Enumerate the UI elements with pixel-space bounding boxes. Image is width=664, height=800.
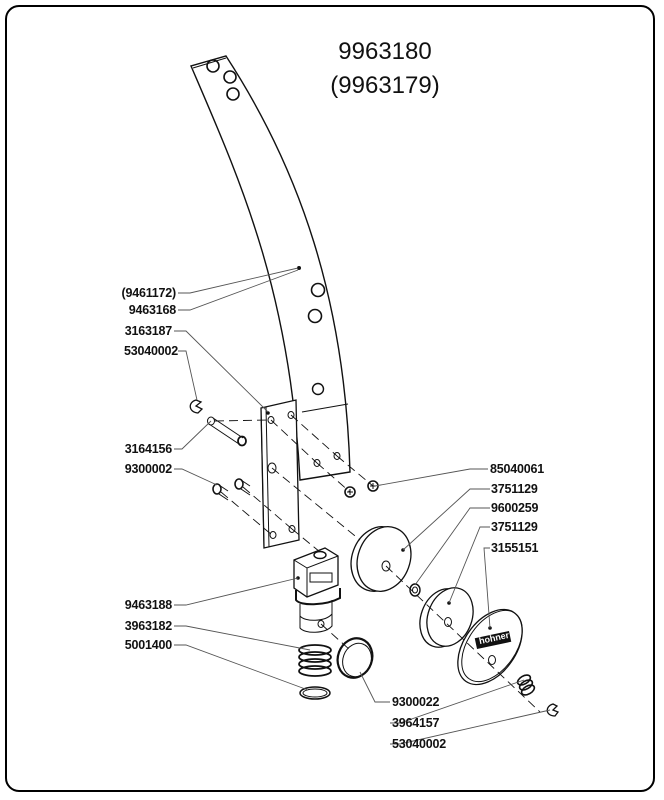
part-label-3751129: 3751129 bbox=[491, 520, 538, 534]
coil-spring bbox=[298, 644, 332, 677]
part-label-9461172: (9461172) bbox=[121, 286, 177, 300]
small-spring bbox=[516, 674, 536, 696]
part-label-9300002: 9300002 bbox=[124, 462, 172, 476]
e-clip bbox=[546, 703, 560, 717]
strap-hole bbox=[226, 87, 240, 101]
weight-disc bbox=[419, 587, 474, 648]
part-label-3751129: 3751129 bbox=[491, 482, 538, 496]
strap-hole bbox=[307, 308, 323, 324]
diagram-frame bbox=[5, 5, 655, 792]
part-label-9600259: 9600259 bbox=[491, 501, 539, 515]
strap-hole bbox=[310, 282, 326, 298]
part-label-9463168: 9463168 bbox=[128, 303, 176, 317]
logo-disc bbox=[457, 608, 523, 686]
mounting-plate bbox=[260, 399, 300, 549]
part-label-53040002: 53040002 bbox=[123, 344, 178, 358]
washer bbox=[409, 583, 421, 597]
snap-ring bbox=[299, 686, 331, 700]
strap-hole bbox=[206, 59, 220, 73]
assembly-axis-lines bbox=[214, 414, 541, 713]
phillips-screws bbox=[344, 480, 379, 498]
part-label-9463188: 9463188 bbox=[124, 598, 172, 612]
e-clip bbox=[189, 399, 204, 414]
curved-strap bbox=[190, 55, 351, 481]
assembly-alt-part-number: (9963179) bbox=[330, 72, 440, 99]
strap-hole bbox=[311, 382, 325, 396]
part-label-53040002: 53040002 bbox=[392, 737, 447, 751]
part-label-5001400: 5001400 bbox=[124, 638, 172, 652]
hohner-logo-badge bbox=[474, 630, 512, 650]
part-label-3964157: 3964157 bbox=[392, 716, 440, 730]
leader-lines bbox=[174, 267, 551, 745]
clamp-block bbox=[293, 547, 341, 633]
part-label-3963182: 3963182 bbox=[124, 619, 172, 633]
part-label-3155151: 3155151 bbox=[491, 541, 539, 555]
strap-hole bbox=[223, 70, 237, 84]
part-label-85040061: 85040061 bbox=[490, 462, 545, 476]
weight-disc bbox=[350, 526, 412, 592]
assembly-part-number: 9963180 bbox=[338, 38, 432, 65]
part-label-3163187: 3163187 bbox=[124, 324, 172, 338]
part-label-3164156: 3164156 bbox=[124, 442, 172, 456]
pin bbox=[207, 416, 247, 447]
screws bbox=[212, 478, 251, 501]
strap-hole bbox=[333, 452, 341, 460]
end-cap bbox=[336, 637, 374, 679]
part-label-9300022: 9300022 bbox=[392, 695, 440, 709]
strap-hole bbox=[313, 459, 321, 467]
